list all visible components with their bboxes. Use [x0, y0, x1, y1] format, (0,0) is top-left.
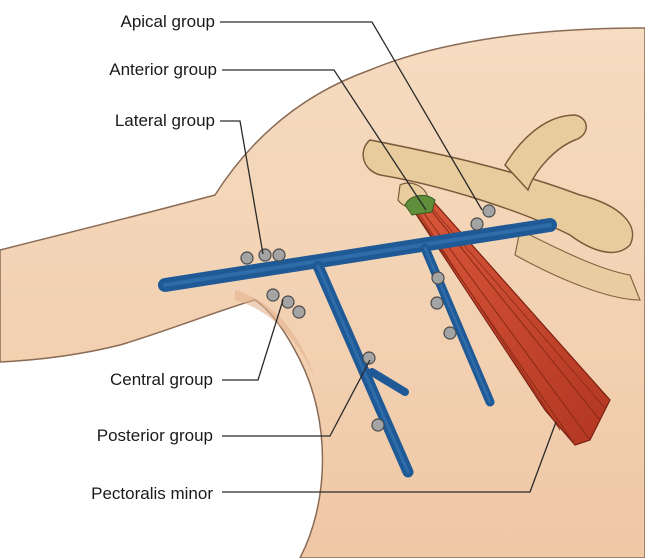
lateral-node — [241, 252, 253, 264]
posterior-node — [372, 419, 384, 431]
lateral-node — [259, 249, 271, 261]
anterior-node — [432, 272, 444, 284]
label-pectoralis-minor: Pectoralis minor — [91, 484, 213, 504]
label-central-group: Central group — [110, 370, 213, 390]
central-node — [282, 296, 294, 308]
label-posterior-group: Posterior group — [97, 426, 213, 446]
central-node — [293, 306, 305, 318]
label-anterior-group: Anterior group — [109, 60, 217, 80]
central-node — [267, 289, 279, 301]
apical-node — [471, 218, 483, 230]
label-lateral-group: Lateral group — [115, 111, 215, 131]
apical-node — [483, 205, 495, 217]
shoulder-body-outline — [0, 28, 645, 558]
label-apical-group: Apical group — [120, 12, 215, 32]
anterior-node — [431, 297, 443, 309]
anterior-node — [444, 327, 456, 339]
lateral-node — [273, 249, 285, 261]
